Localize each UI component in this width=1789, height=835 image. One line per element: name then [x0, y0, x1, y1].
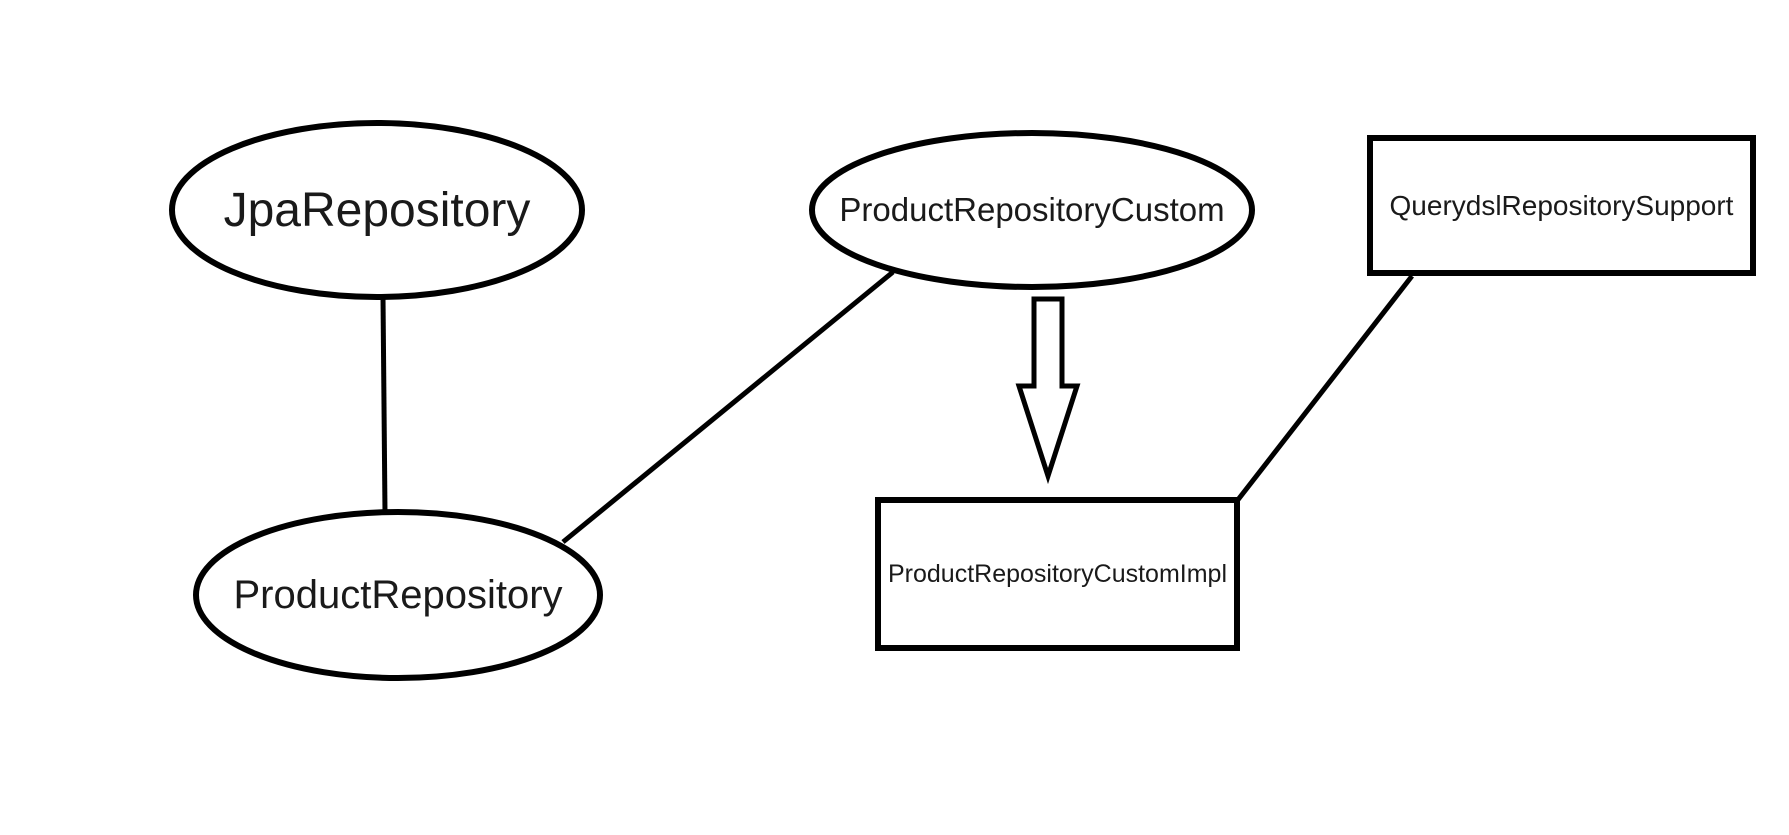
node-jparepository-ellipse [169, 120, 585, 300]
edge-jparepository-productrepository [380, 296, 388, 514]
node-querydslrepositorysupport-rect [1367, 135, 1756, 276]
edge-querydslrepositorysupport-productrepositorycustomimpl [1235, 274, 1414, 503]
node-productrepository-ellipse [193, 509, 603, 681]
hollow-down-arrow-icon [1015, 296, 1081, 485]
node-productrepositorycustom-ellipse [809, 130, 1255, 290]
edge-productrepositorycustom-productrepository [561, 270, 895, 544]
node-productrepositorycustomimpl-rect [875, 497, 1240, 651]
